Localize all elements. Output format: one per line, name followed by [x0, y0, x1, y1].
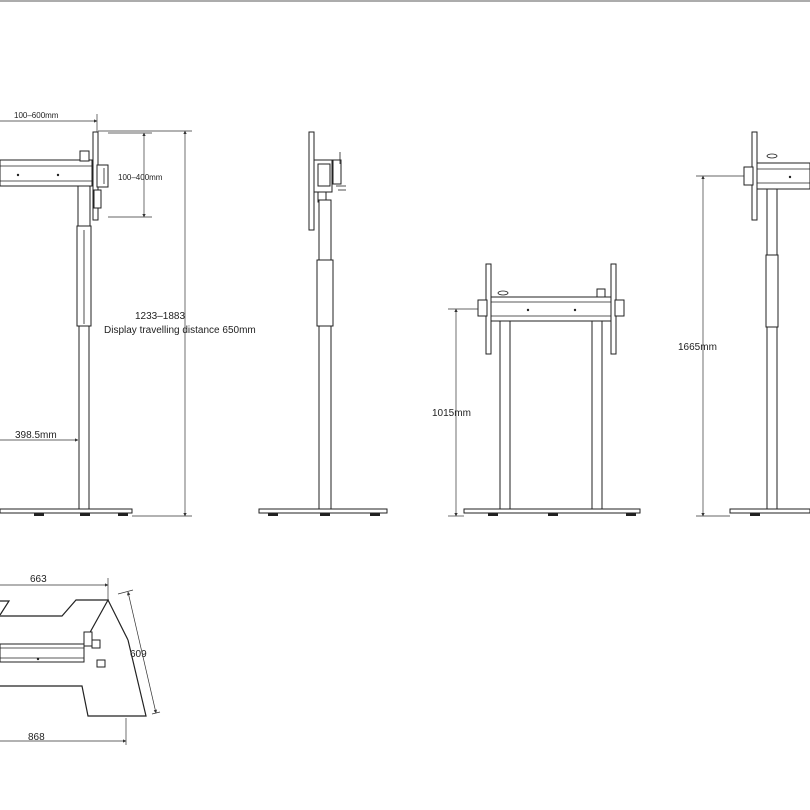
max-height-label: 1665mm — [678, 342, 717, 353]
base-length-label: 868 — [28, 732, 45, 743]
side-view — [258, 131, 388, 516]
base-plan-view: 663 609 868 — [0, 574, 161, 745]
base-width-label: 609 — [130, 649, 147, 660]
vesa-horizontal-label: 100–600mm — [14, 111, 59, 120]
front-view-labels: 100–600mm 100–400mm 1233–1883 Display tr… — [14, 111, 256, 441]
lowest-position-view: 1015mm — [432, 263, 641, 517]
min-height-label: 1015mm — [432, 408, 471, 419]
highest-position-view: 1665mm — [678, 131, 810, 517]
base-depth-label: 663 — [30, 574, 47, 585]
front-view — [0, 114, 192, 517]
vesa-vertical-label: 100–400mm — [118, 173, 163, 182]
offset-label: 398.5mm — [15, 430, 57, 441]
travel-label: Display travelling distance 650mm — [104, 325, 256, 336]
height-range-label: 1233–1883 — [135, 311, 185, 322]
